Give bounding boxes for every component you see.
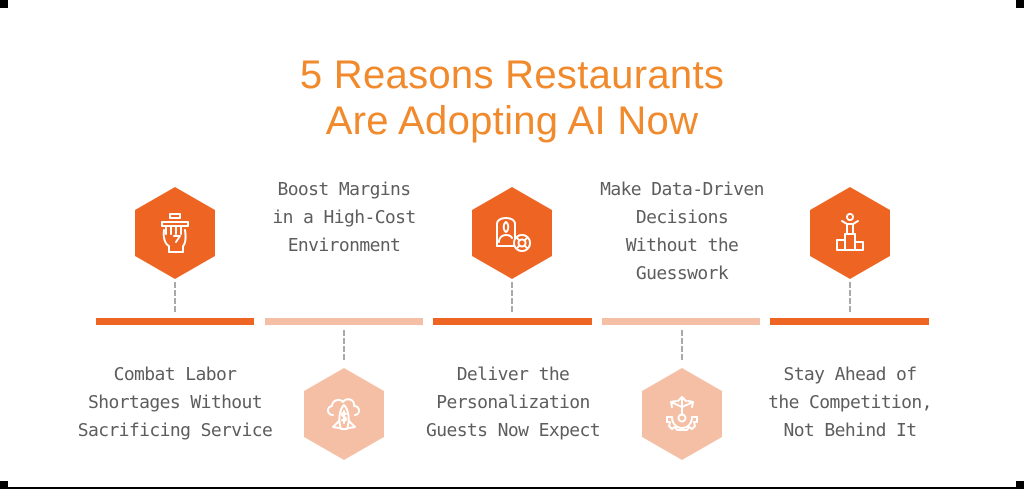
reason-2-badge <box>304 368 384 460</box>
rocket-dollar-icon <box>327 398 360 430</box>
corner-mark <box>0 0 8 8</box>
reason-5-badge <box>810 187 890 279</box>
reason-1-label: Combat Labor Shortages Without Sacrifici… <box>77 364 273 441</box>
podium-icon <box>836 213 864 251</box>
reason-3-label: Deliver the Personalization Guests Now E… <box>425 364 601 441</box>
title-line-1: 5 Reasons Restaurants <box>299 53 725 97</box>
corner-mark <box>1016 0 1024 8</box>
connector-line <box>849 282 851 312</box>
reason-3-badge <box>472 187 552 279</box>
page-title: 5 Reasons Restaurants Are Adopting AI No… <box>0 52 1024 144</box>
hand-holding-bar-icon <box>161 213 189 253</box>
timeline-segment-4 <box>602 318 760 325</box>
title-line-2: Are Adopting AI Now <box>325 99 699 143</box>
timeline-segment-5 <box>770 318 929 325</box>
connector-line <box>343 330 345 360</box>
bottom-edge <box>0 487 1024 489</box>
reason-5-label: Stay Ahead of the Competition, Not Behin… <box>768 364 932 441</box>
connector-line <box>681 330 683 360</box>
timeline-segment-1 <box>96 318 254 325</box>
corner-mark <box>1016 481 1024 489</box>
timeline-segment-2 <box>265 318 423 325</box>
reason-4-badge <box>642 368 722 460</box>
connector-line <box>174 282 176 312</box>
gear-arrows-icon <box>666 396 698 431</box>
reason-2-label: Boost Margins in a High-Cost Environment <box>272 179 416 256</box>
person-support-icon <box>496 217 531 252</box>
connector-line <box>511 282 513 312</box>
reason-1-badge <box>135 187 215 279</box>
corner-mark <box>0 481 8 489</box>
timeline-segment-3 <box>433 318 592 325</box>
reason-4-label: Make Data-Driven Decisions Without the G… <box>600 179 764 284</box>
